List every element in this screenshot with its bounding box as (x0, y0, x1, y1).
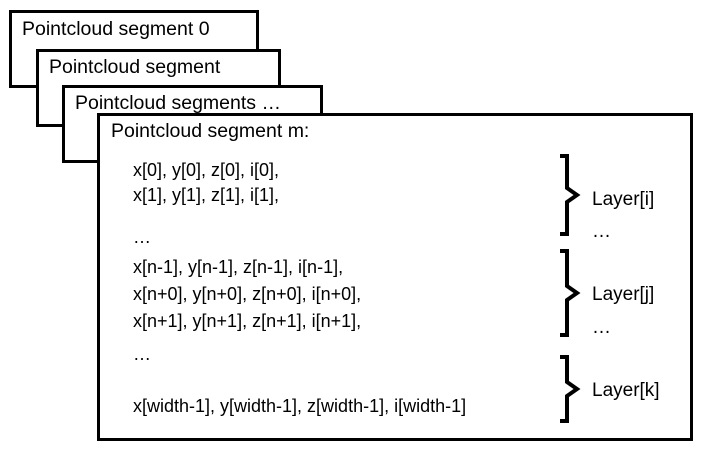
pointcloud-data-line: x[n+1], y[n+1], z[n+1], i[n+1], (133, 311, 362, 331)
pointcloud-segment-label-2: Pointcloud segments … (75, 92, 281, 114)
pointcloud-segment-label-1: Pointcloud segment (49, 56, 221, 78)
pointcloud-data-line: x[n-1], y[n-1], z[n-1], i[n-1], (133, 257, 344, 277)
pointcloud-data-line: … (133, 227, 151, 247)
layer-label: Layer[j] (592, 284, 655, 305)
pointcloud-data-line: x[0], y[0], z[0], i[0], (133, 160, 280, 180)
layer-brace (560, 355, 581, 423)
layer-brace (560, 249, 581, 337)
layer-label: Layer[k] (592, 380, 660, 401)
layer-brace (560, 154, 581, 236)
pointcloud-data-line: … (133, 344, 151, 364)
layer-label: Layer[i] (592, 189, 655, 210)
pointcloud-segment-label-0: Pointcloud segment 0 (22, 18, 210, 40)
pointcloud-data-line: x[width-1], y[width-1], z[width-1], i[wi… (133, 396, 467, 416)
layer-ellipsis: … (592, 317, 611, 338)
layer-ellipsis: … (592, 221, 611, 242)
pointcloud-segment-main-box (97, 113, 693, 441)
pointcloud-segment-main-title: Pointcloud segment m: (111, 120, 310, 142)
pointcloud-data-line: x[1], y[1], z[1], i[1], (133, 185, 280, 205)
pointcloud-data-line: x[n+0], y[n+0], z[n+0], i[n+0], (133, 284, 362, 304)
